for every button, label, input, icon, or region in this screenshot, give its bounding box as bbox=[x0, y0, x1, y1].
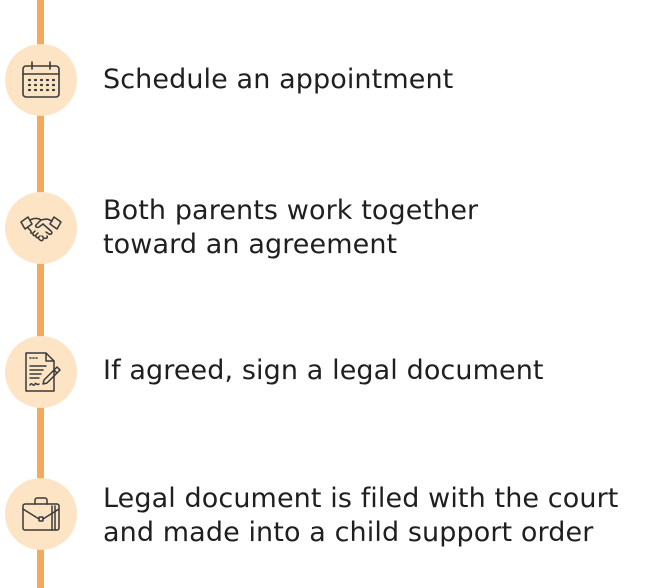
step-label: If agreed, sign a legal document bbox=[103, 355, 544, 386]
step-label: Legal document is filed with the court a… bbox=[103, 483, 619, 548]
handshake-icon bbox=[20, 216, 62, 242]
step-icon-circle bbox=[5, 336, 77, 408]
step-parents-agreement: Both parents work together toward an agr… bbox=[0, 192, 652, 272]
step-sign-document: If agreed, sign a legal document bbox=[0, 336, 652, 416]
step-icon-circle bbox=[5, 44, 77, 116]
timeline-line bbox=[37, 0, 44, 588]
calendar-icon bbox=[22, 61, 60, 98]
step-label: Both parents work together toward an agr… bbox=[103, 195, 479, 260]
step-icon-circle bbox=[5, 192, 77, 264]
step-schedule-appointment: Schedule an appointment bbox=[0, 44, 652, 124]
step-icon-circle bbox=[5, 478, 77, 550]
step-label: Schedule an appointment bbox=[103, 64, 454, 95]
briefcase-icon bbox=[22, 497, 60, 531]
signed-document-icon bbox=[25, 352, 61, 392]
step-filed-with-court: Legal document is filed with the court a… bbox=[0, 478, 652, 558]
